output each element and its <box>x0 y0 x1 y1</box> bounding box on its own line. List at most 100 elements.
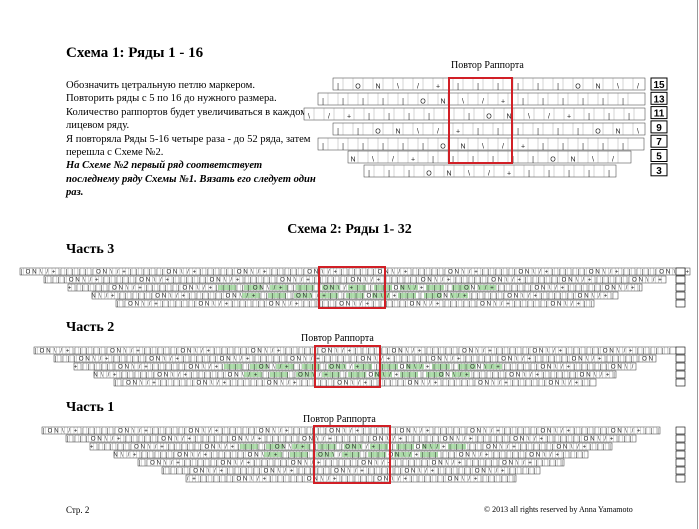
stitch-symbol: | <box>204 373 206 379</box>
stitch-symbol: O <box>290 357 295 363</box>
stitch-symbol: / <box>203 286 205 292</box>
stitch-symbol: | <box>219 270 221 276</box>
stitch-symbol: / <box>339 453 341 459</box>
stitch-symbol: N <box>367 357 371 363</box>
stitch-symbol: | <box>419 294 421 300</box>
stitch-symbol: | <box>133 373 135 379</box>
stitch-symbol: \ <box>524 373 526 379</box>
stitch-symbol: | <box>328 445 330 451</box>
stitch-symbol: | <box>362 99 364 106</box>
stitch-symbol: / <box>178 373 180 379</box>
stitch-symbol: N <box>509 461 513 467</box>
schema1-title: Схема 1: Ряды 1 - 16 <box>66 45 204 61</box>
stitch-symbol: | <box>172 381 174 387</box>
stitch-symbol: O <box>26 270 31 276</box>
stitch-symbol: | <box>622 99 624 106</box>
stitch-symbol: | <box>407 357 409 363</box>
stitch-symbol: O <box>226 294 231 300</box>
stitch-symbol: | <box>427 461 429 467</box>
stitch-symbol: | <box>576 453 578 459</box>
stitch-symbol: + <box>144 429 148 435</box>
stitch-symbol: | <box>502 349 504 355</box>
stitch-symbol: | <box>397 278 399 284</box>
stitch-symbol: / <box>530 373 532 379</box>
stitch-symbol: | <box>112 357 114 363</box>
cable-cross-mark <box>348 285 366 290</box>
stitch-symbol: | <box>440 429 442 435</box>
stitch-symbol: | <box>401 461 403 467</box>
stitch-symbol: | <box>290 270 292 276</box>
stitch-symbol: | <box>216 461 218 467</box>
stitch-symbol: | <box>421 373 423 379</box>
stitch-symbol: | <box>360 270 362 276</box>
stitch-symbol: | <box>74 357 76 363</box>
stitch-symbol: | <box>297 349 299 355</box>
stitch-symbol: N <box>590 437 594 443</box>
stitch-symbol: | <box>115 278 117 284</box>
stitch-symbol: | <box>149 270 151 276</box>
stitch-symbol: | <box>248 286 250 292</box>
stitch-symbol: | <box>123 302 125 308</box>
instruction-line: Количество раппортов будет увеличиваться… <box>66 106 307 132</box>
stitch-symbol: | <box>424 477 426 483</box>
stitch-symbol: | <box>209 461 211 467</box>
stitch-symbol: / <box>437 129 439 136</box>
stitch-symbol: | <box>546 302 548 308</box>
stitch-symbol: + <box>215 365 219 371</box>
stitch-symbol: / <box>68 429 70 435</box>
stitch-symbol: | <box>144 437 146 443</box>
stitch-symbol: O <box>550 302 555 308</box>
stitch-symbol: O <box>339 302 344 308</box>
stitch-symbol: | <box>521 349 523 355</box>
stitch-symbol: | <box>403 381 405 387</box>
stitch-symbol: | <box>184 461 186 467</box>
stitch-symbol: N <box>103 270 107 276</box>
stitch-symbol: + <box>447 278 451 284</box>
stitch-symbol: | <box>152 429 154 435</box>
stitch-symbol: | <box>569 453 571 459</box>
stitch-symbol: \ <box>195 349 197 355</box>
stitch-symbol: N <box>379 437 383 443</box>
stitch-symbol: / <box>268 453 270 459</box>
cable-cross-mark <box>380 364 398 369</box>
stitch-symbol: N <box>156 357 160 363</box>
stitch-symbol: + <box>263 477 267 483</box>
stitch-symbol: | <box>536 461 538 467</box>
stitch-symbol: | <box>92 349 94 355</box>
row-number-box <box>675 362 686 371</box>
stitch-symbol: | <box>400 357 402 363</box>
stitch-symbol: N <box>227 461 231 467</box>
stitch-symbol: | <box>532 445 534 451</box>
stitch-symbol: | <box>512 453 514 459</box>
stitch-symbol: \ <box>305 461 307 467</box>
stitch-symbol: | <box>544 278 546 284</box>
stitch-symbol: \ <box>484 429 486 435</box>
stitch-symbol: | <box>189 357 191 363</box>
stitch-symbol: | <box>368 469 370 475</box>
stitch-symbol: \ <box>586 357 588 363</box>
stitch-symbol: O <box>196 381 201 387</box>
stitch-symbol: N <box>547 365 551 371</box>
stitch-symbol: | <box>113 365 115 371</box>
row-number-box <box>650 149 668 162</box>
stitch-symbol: | <box>222 286 224 292</box>
cable-cross-mark <box>398 293 416 298</box>
stitch-symbol: | <box>611 294 613 300</box>
stitch-symbol: N <box>375 84 380 91</box>
stitch-symbol: \ <box>492 381 494 387</box>
stitch-symbol: O <box>360 357 365 363</box>
stitch-symbol: | <box>291 349 293 355</box>
stitch-symbol: | <box>217 453 219 459</box>
stitch-symbol: | <box>208 437 210 443</box>
stitch-symbol: | <box>214 437 216 443</box>
stitch-symbol: | <box>622 270 624 276</box>
stitch-symbol: | <box>609 445 611 451</box>
stitch-symbol: | <box>388 171 390 178</box>
stitch-symbol: O <box>550 157 556 164</box>
stitch-symbol: N <box>330 286 334 292</box>
stitch-symbol: + <box>507 171 511 178</box>
stitch-symbol: | <box>195 294 197 300</box>
stitch-symbol: + <box>539 437 543 443</box>
stitch-symbol: N <box>617 365 621 371</box>
